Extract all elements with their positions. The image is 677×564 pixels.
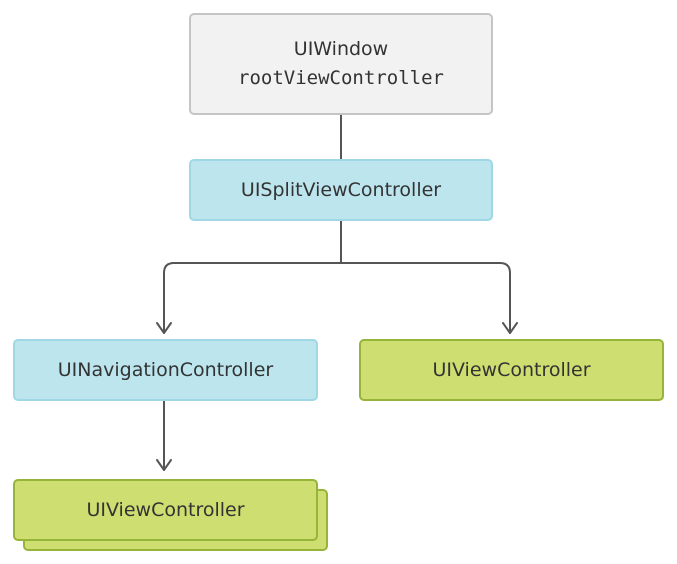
window-root-property: rootViewController	[238, 67, 444, 89]
navigation-controller-title: UINavigationController	[57, 358, 274, 381]
stacked-view-controller-title: UIViewController	[86, 498, 245, 521]
arrowhead-navigation	[156, 322, 172, 334]
split-view-controller-node: UISplitViewController	[189, 159, 493, 221]
stacked-view-controller-front: UIViewController	[13, 479, 318, 541]
arrowhead-detail	[502, 322, 518, 334]
arrowhead-stack	[156, 459, 172, 471]
split-view-controller-title: UISplitViewController	[240, 178, 442, 201]
window-node: UIWindow rootViewController	[189, 13, 493, 115]
detail-view-controller-node: UIViewController	[359, 339, 664, 401]
connector-split-branches	[163, 220, 511, 334]
detail-view-controller-title: UIViewController	[432, 358, 591, 381]
window-title: UIWindow	[293, 38, 389, 60]
navigation-controller-node: UINavigationController	[13, 339, 318, 401]
